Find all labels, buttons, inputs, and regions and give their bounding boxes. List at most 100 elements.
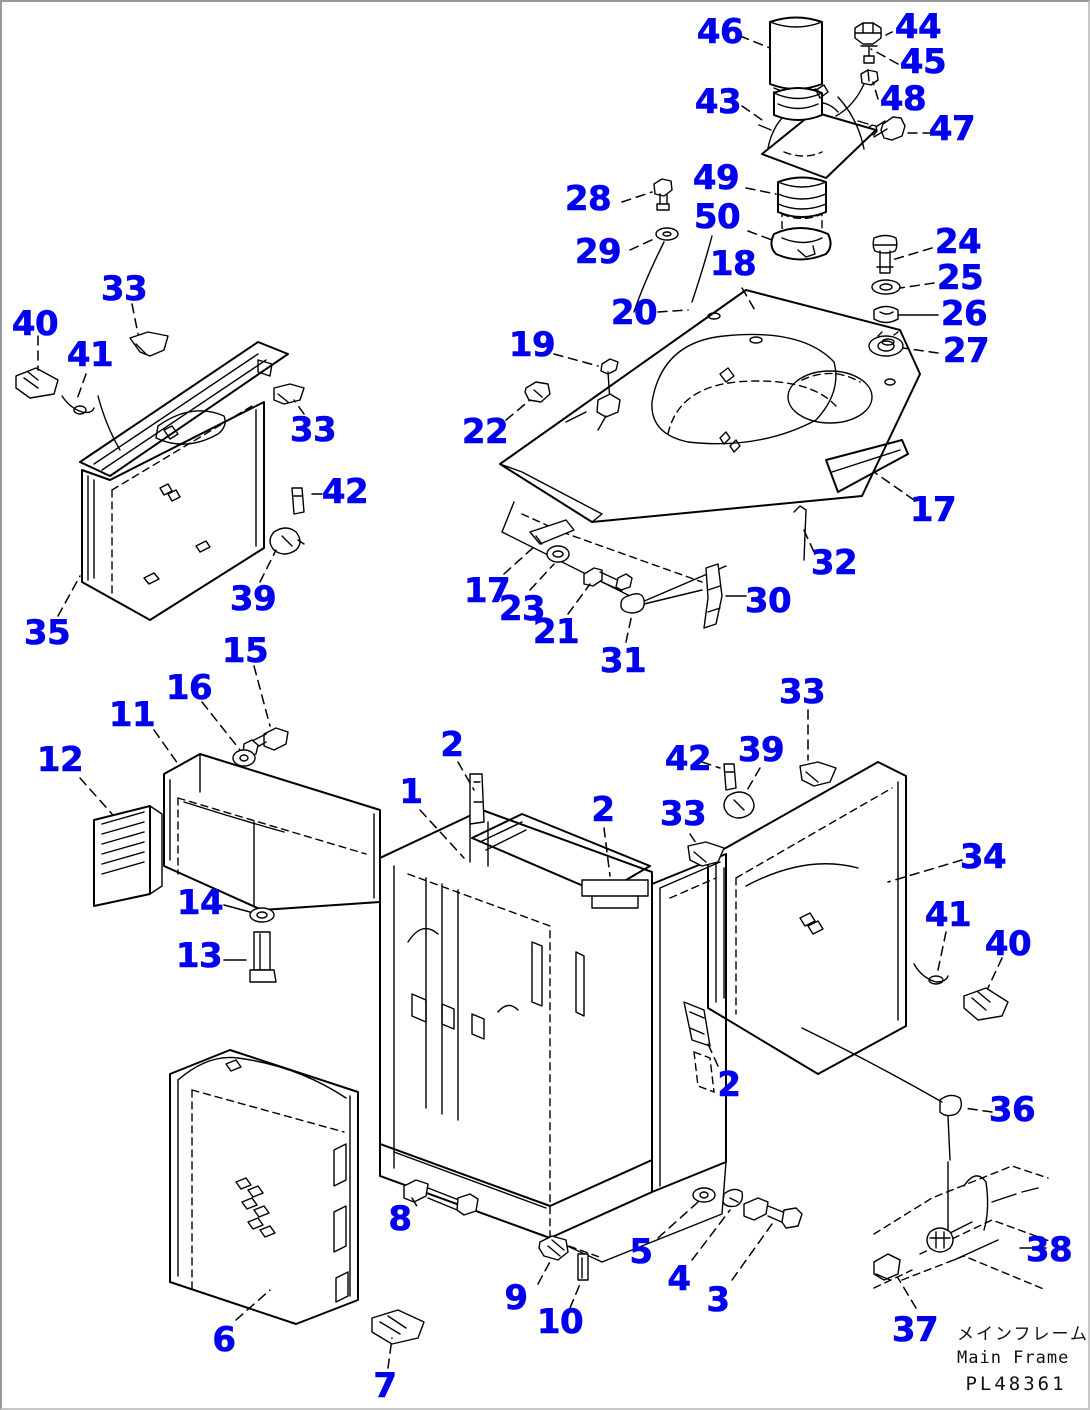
part-42-pin-right [701, 761, 737, 791]
callout-number-33: 33 [659, 794, 707, 834]
part-34-right-door [707, 761, 963, 1075]
part-2-bracket-right [683, 1001, 719, 1094]
part-30-latch [703, 563, 747, 629]
callout-number-42: 42 [321, 472, 369, 512]
part-40-latch-left [15, 335, 59, 399]
part-42-pin-left [291, 487, 323, 515]
part-44-nut [854, 22, 893, 45]
callout-number-36: 36 [988, 1090, 1036, 1130]
callout-number-41: 41 [66, 335, 114, 375]
callout-number-15: 15 [221, 631, 269, 671]
callout-number-33: 33 [778, 672, 826, 712]
part-3-bolt [731, 1197, 803, 1281]
callout-number-2: 2 [717, 1065, 741, 1105]
callout-number-46: 46 [696, 12, 744, 52]
callout-number-47: 47 [928, 109, 976, 149]
callout-number-11: 11 [108, 695, 156, 735]
callout-number-39: 39 [229, 579, 277, 619]
callout-number-41: 41 [924, 895, 972, 935]
callout-number-17: 17 [463, 571, 511, 611]
callout-number-35: 35 [23, 613, 71, 653]
callout-number-40: 40 [984, 924, 1032, 964]
callout-number-14: 14 [176, 883, 224, 923]
part-33-hinge-left-top [129, 303, 169, 357]
part-35-left-door [57, 341, 289, 621]
callout-number-32: 32 [810, 543, 858, 583]
callout-number-17: 17 [909, 490, 957, 530]
callout-number-42: 42 [664, 739, 712, 779]
part-25-washer [871, 279, 935, 295]
callout-number-26: 26 [940, 294, 988, 334]
callout-number-44: 44 [894, 7, 942, 47]
callout-number-45: 45 [899, 42, 947, 82]
callout-number-20: 20 [610, 293, 658, 333]
part-33-hinge-right-side [687, 833, 725, 867]
callout-number-3: 3 [706, 1280, 730, 1320]
part-8-bolt [403, 1179, 479, 1216]
callout-number-38: 38 [1025, 1230, 1073, 1270]
callout-number-5: 5 [629, 1232, 653, 1272]
part-9-nut [537, 1235, 569, 1285]
part-48-bolt [835, 69, 879, 117]
part-33-hinge-right-top [799, 709, 837, 787]
callout-number-23: 23 [498, 589, 546, 629]
callout-number-30: 30 [744, 581, 792, 621]
part-19-latch [553, 353, 621, 431]
callout-number-12: 12 [36, 740, 84, 780]
part-2-cap-top [581, 827, 649, 909]
part-38-frame-bracket [873, 1161, 1053, 1291]
part-6-side-cover [169, 1049, 359, 1325]
callout-number-2: 2 [440, 725, 464, 765]
callout-number-16: 16 [165, 668, 213, 708]
callout-number-1: 1 [399, 772, 423, 812]
drawing-number-stamp: PL48361 [965, 1373, 1067, 1395]
callout-number-13: 13 [175, 936, 223, 976]
callout-number-21: 21 [532, 612, 580, 652]
callout-number-8: 8 [388, 1199, 412, 1239]
part-4-washer [691, 1188, 744, 1261]
part-16-washer [201, 701, 256, 767]
callout-number-19: 19 [508, 325, 556, 365]
callout-number-6: 6 [212, 1320, 236, 1360]
part-47-bolt [866, 116, 933, 141]
part-2-pin-left [457, 761, 485, 825]
part-21-bolt [567, 567, 633, 615]
callout-number-49: 49 [692, 158, 740, 198]
callout-number-10: 10 [536, 1302, 584, 1342]
reference-label-main-frame-jp: メインフレーム [957, 1324, 1089, 1345]
callout-number-34: 34 [959, 837, 1007, 877]
part-49-boot [745, 176, 827, 234]
callout-number-24: 24 [934, 222, 982, 262]
callout-number-31: 31 [599, 641, 647, 681]
reference-label-main-frame-en: Main Frame [957, 1348, 1070, 1368]
part-28-nut [621, 178, 673, 211]
callout-number-43: 43 [694, 82, 742, 122]
callout-number-37: 37 [891, 1310, 939, 1350]
callout-number-4: 4 [667, 1259, 691, 1299]
part-43-filler-flange [741, 84, 877, 179]
part-17-strip-left [503, 519, 575, 575]
callout-number-28: 28 [564, 179, 612, 219]
callout-number-22: 22 [461, 412, 509, 452]
callout-number-50: 50 [693, 197, 741, 237]
part-20-bracket [657, 235, 713, 313]
part-15-bolt [242, 665, 289, 758]
callout-number-18: 18 [709, 244, 757, 284]
part-12-grille [79, 777, 163, 907]
part-37-bolt [873, 1253, 917, 1309]
part-22-nut [505, 381, 551, 421]
part-41-pin-left [61, 373, 121, 451]
part-17-rail-right [825, 439, 915, 501]
part-29-washer [629, 227, 679, 313]
part-7-bracket [371, 1309, 425, 1369]
part-32-rod [793, 505, 815, 561]
callout-number-27: 27 [942, 331, 990, 371]
part-14-washer [223, 904, 275, 923]
part-33-hinge-left-right [257, 359, 305, 415]
part-13-bolt [223, 931, 277, 983]
callout-number-39: 39 [737, 730, 785, 770]
callout-number-33: 33 [289, 410, 337, 450]
callout-number-48: 48 [879, 79, 927, 119]
callout-number-40: 40 [11, 304, 59, 344]
